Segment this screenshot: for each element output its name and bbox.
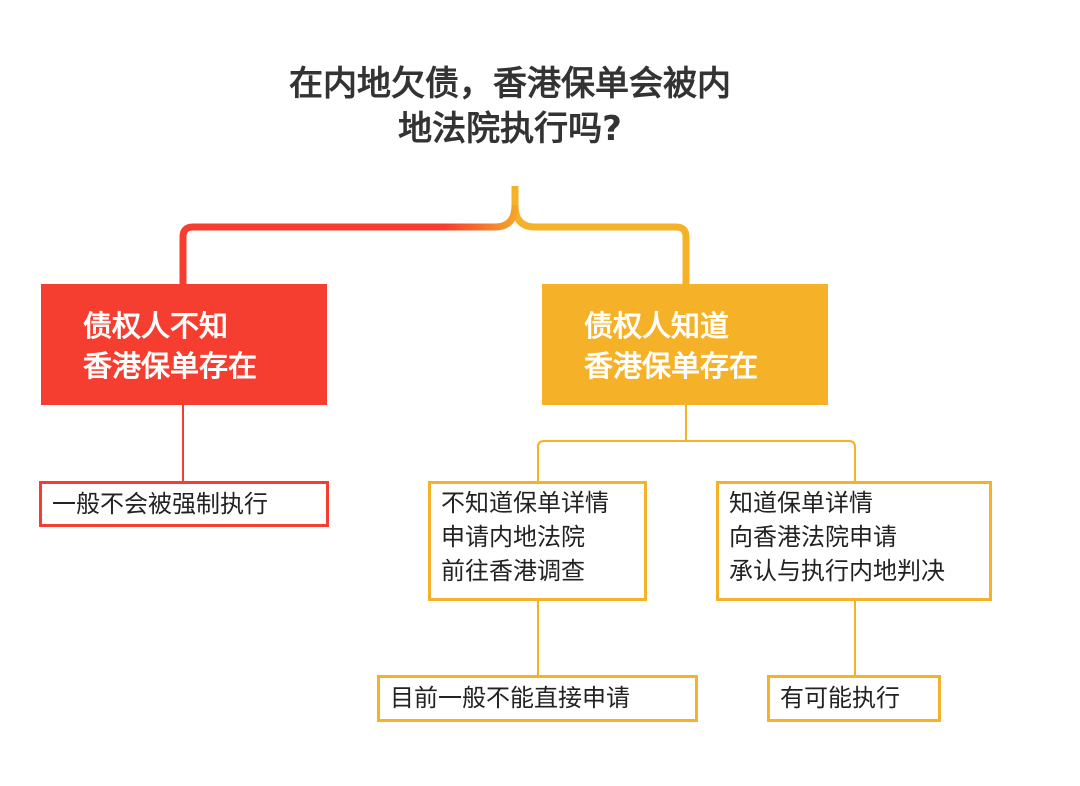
right-bottom-left-text: 目前一般不能直接申请 — [390, 684, 630, 712]
right-branch-line-2: 香港保单存在 — [584, 349, 759, 383]
right-bottom-left-node: 目前一般不能直接申请 — [377, 675, 698, 722]
right-split-line — [537, 440, 856, 481]
diagram-title: 在内地欠债，香港保单会被内 地法院执行吗? — [240, 62, 780, 152]
right-mid-left-node: 不知道保单详情 申请内地法院 前往香港调查 — [428, 481, 647, 601]
title-line-2: 地法院执行吗? — [398, 109, 622, 149]
top-bracket-line — [511, 186, 690, 286]
right-mid-left-line-1: 不知道保单详情 — [441, 489, 609, 517]
left-branch-node: 债权人不知 香港保单存在 — [41, 284, 327, 405]
right-bottom-right-node: 有可能执行 — [767, 675, 941, 722]
left-branch-line-1: 债权人不知 — [83, 309, 229, 343]
left-result-text: 一般不会被强制执行 — [52, 490, 268, 518]
right-mid-left-line-2: 申请内地法院 — [441, 523, 585, 551]
right-mid-right-line-1: 知道保单详情 — [729, 489, 873, 517]
left-result-node: 一般不会被强制执行 — [39, 481, 329, 527]
right-mid-right-line-2: 向香港法院申请 — [729, 523, 897, 551]
right-branch-node: 债权人知道 香港保单存在 — [542, 284, 828, 405]
left-branch-line-2: 香港保单存在 — [83, 349, 258, 383]
top-bracket-line-left — [179, 204, 519, 286]
right-mid-left-line-3: 前往香港调查 — [441, 557, 585, 585]
right-bottom-right-text: 有可能执行 — [780, 684, 900, 712]
right-branch-line-1: 债权人知道 — [584, 309, 730, 343]
right-mid-right-node: 知道保单详情 向香港法院申请 承认与执行内地判决 — [716, 481, 992, 601]
right-mid-right-line-3: 承认与执行内地判决 — [729, 557, 945, 585]
title-line-1: 在内地欠债，香港保单会被内 — [289, 64, 731, 104]
